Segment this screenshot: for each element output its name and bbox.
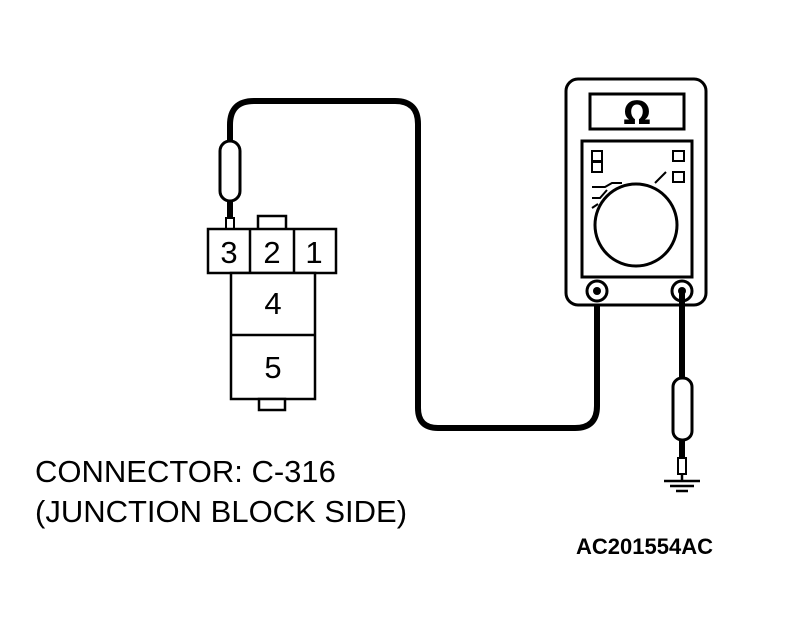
- indicator-square-left-2: [591, 161, 603, 173]
- pin-label-2: 2: [263, 235, 280, 270]
- com-jack: [585, 279, 609, 303]
- pin-label-5: 5: [264, 350, 281, 385]
- caption-line-1: CONNECTOR: C-316: [35, 454, 336, 489]
- ground-icon: [664, 474, 700, 493]
- indicator-square-right-2: [672, 171, 685, 183]
- connector-caption: CONNECTOR: C-316 (JUNCTION BLOCK SIDE): [35, 452, 407, 532]
- indicator-square-left: [591, 150, 603, 162]
- indicator-square-right: [672, 150, 685, 162]
- connector-c316: 3 2 1 4 5: [206, 214, 338, 412]
- pin-label-4: 4: [264, 286, 281, 321]
- multimeter: Ω: [564, 77, 708, 307]
- rotary-dial: [593, 182, 679, 268]
- probe-pin3: [218, 139, 242, 231]
- pin-label-1: 1: [305, 235, 322, 270]
- ground-lead: [671, 292, 694, 475]
- caption-line-2: (JUNCTION BLOCK SIDE): [35, 494, 408, 529]
- ohm-display-symbol: Ω: [623, 94, 650, 132]
- test-lead-wire-black: [227, 98, 600, 431]
- pin-label-3: 3: [220, 235, 237, 270]
- figure-code: AC201554AC: [576, 534, 713, 559]
